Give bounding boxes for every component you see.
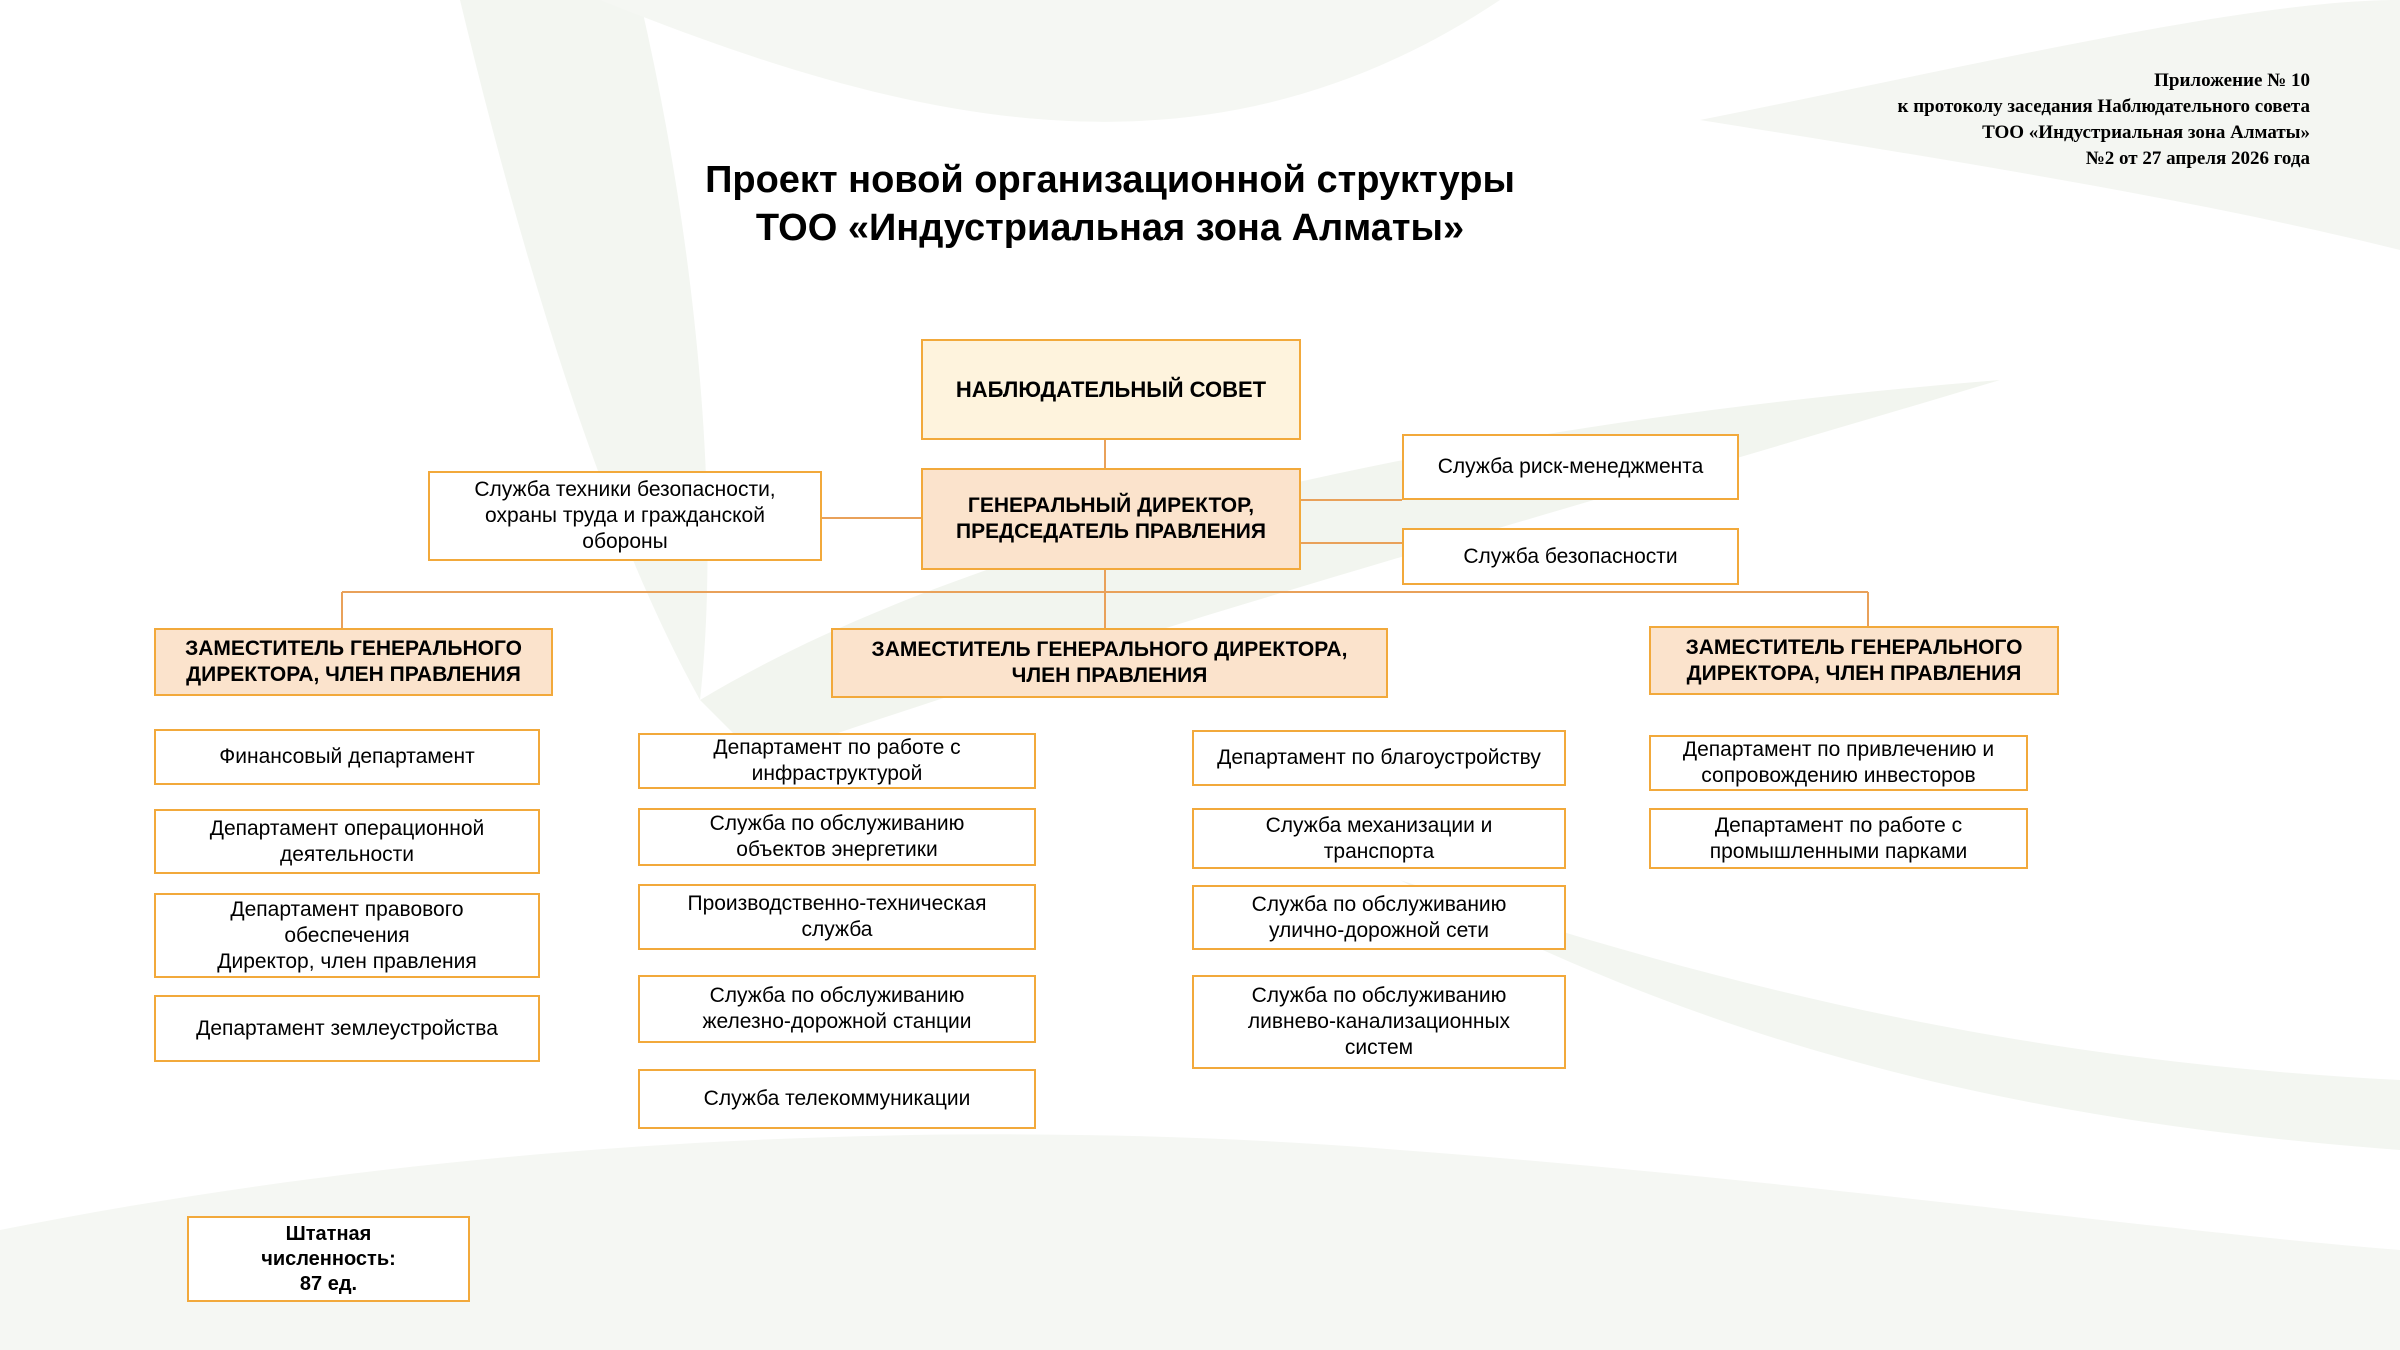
unit-box: Служба по обслуживанию объектов энергети…: [638, 808, 1036, 866]
unit-box: Департамент по благоустройству: [1192, 730, 1566, 786]
annex-note: Приложение № 10 к протоколу заседания На…: [1610, 68, 2310, 172]
headcount-box: Штатная численность: 87 ед.: [187, 1216, 470, 1302]
unit-box: Служба механизации и транспорта: [1192, 808, 1566, 869]
page-title: Проект новой организационной структуры Т…: [560, 156, 1660, 252]
unit-box: Служба по обслуживанию железно-дорожной …: [638, 975, 1036, 1043]
annex-line: к протоколу заседания Наблюдательного со…: [1897, 96, 2310, 117]
unit-box: Служба телекоммуникации: [638, 1069, 1036, 1129]
title-line: Проект новой организационной структуры: [705, 159, 1515, 201]
unit-box: Финансовый департамент: [154, 729, 540, 785]
annex-line: №2 от 27 апреля 2026 года: [2085, 148, 2310, 169]
title-line: ТОО «Индустриальная зона Алматы»: [755, 207, 1465, 249]
deputy-director-center-box: ЗАМЕСТИТЕЛЬ ГЕНЕРАЛЬНОГО ДИРЕКТОРА, ЧЛЕН…: [831, 628, 1388, 698]
supervisory-board-box: НАБЛЮДАТЕЛЬНЫЙ СОВЕТ: [921, 339, 1301, 440]
general-director-box: ГЕНЕРАЛЬНЫЙ ДИРЕКТОР, ПРЕДСЕДАТЕЛЬ ПРАВЛ…: [921, 468, 1301, 570]
risk-management-box: Служба риск-менеджмента: [1402, 434, 1739, 500]
deputy-director-right-box: ЗАМЕСТИТЕЛЬ ГЕНЕРАЛЬНОГО ДИРЕКТОРА, ЧЛЕН…: [1649, 626, 2059, 695]
unit-box: Департамент землеустройства: [154, 995, 540, 1062]
unit-box: Департамент правового обеспечения Директ…: [154, 893, 540, 978]
unit-box: Служба по обслуживанию улично-дорожной с…: [1192, 885, 1566, 950]
annex-line: ТОО «Индустриальная зона Алматы»: [1982, 122, 2310, 143]
annex-line: Приложение № 10: [2154, 70, 2310, 91]
unit-box: Департамент операционной деятельности: [154, 809, 540, 874]
unit-box: Служба по обслуживанию ливнево-канализац…: [1192, 975, 1566, 1069]
unit-box: Департамент по привлечению и сопровожден…: [1649, 735, 2028, 791]
unit-box: Производственно-техническая служба: [638, 884, 1036, 950]
security-service-box: Служба безопасности: [1402, 528, 1739, 585]
unit-box: Департамент по работе с инфраструктурой: [638, 733, 1036, 789]
safety-service-box: Служба техники безопасности, охраны труд…: [428, 471, 822, 561]
unit-box: Департамент по работе с промышленными па…: [1649, 808, 2028, 869]
deputy-director-left-box: ЗАМЕСТИТЕЛЬ ГЕНЕРАЛЬНОГО ДИРЕКТОРА, ЧЛЕН…: [154, 628, 553, 696]
